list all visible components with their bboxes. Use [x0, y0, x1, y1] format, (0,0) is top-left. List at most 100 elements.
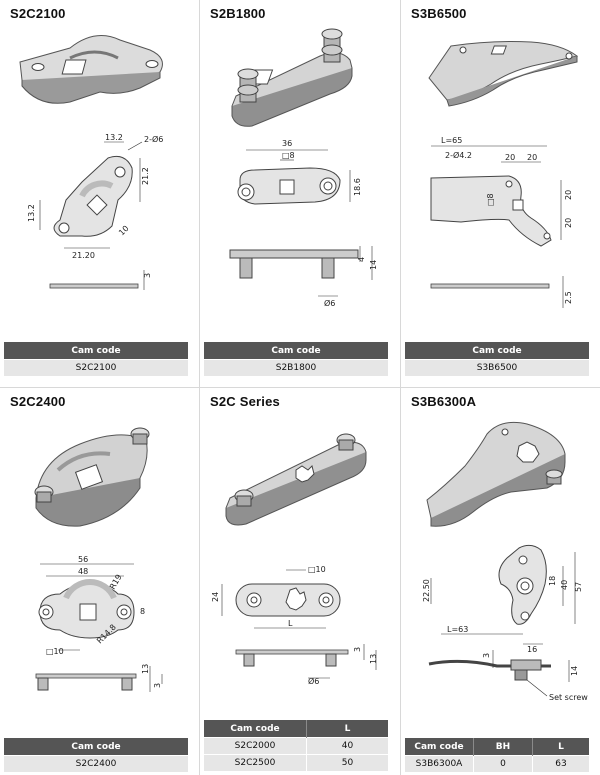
dim-label: 13	[141, 664, 150, 674]
dim-label: Ø6	[308, 676, 319, 686]
dim-label: 3	[143, 273, 152, 278]
cam-code-table: Cam code S2C2400	[4, 738, 188, 772]
stud	[130, 427, 150, 445]
table-row: S2B1800	[204, 359, 388, 376]
table-cell: S2B1800	[204, 359, 388, 376]
dim-label: □8	[486, 193, 495, 206]
table-row: S3B6300A 0 63	[405, 755, 589, 772]
product-drawing: 22.50 18 40 57 L=63 16 3 14 Set screw	[422, 421, 588, 702]
dim-label: 18.6	[353, 178, 362, 196]
cam-code-table: Cam code L S2C2000 40 S2C2500 50	[204, 720, 388, 771]
table-header: L	[532, 738, 589, 756]
dim-label: 22.50	[422, 579, 431, 602]
table-row: S2C2500 50	[204, 754, 388, 771]
table-row: S2C2000 40	[204, 737, 388, 755]
table-cell: 40	[306, 737, 388, 755]
product-title: S2B1800	[210, 6, 266, 21]
cam-code-table: Cam code S2C2100	[4, 342, 188, 376]
dim-label: 18	[548, 576, 557, 586]
dim-label: Ø6	[324, 298, 335, 308]
product-drawing: L=65 2-Ø4.2 20 20 □8 20 20 2.5	[428, 41, 579, 308]
product-drawing: 36 □8 18.6 4 14 Ø6	[229, 28, 378, 308]
dim-label: 13	[369, 654, 378, 664]
product-title: S3B6500	[411, 6, 467, 21]
dim-label: 57	[574, 582, 583, 592]
table-row: S2C2100	[4, 359, 188, 376]
dim-label: L=63	[447, 625, 468, 634]
table-header: L	[306, 720, 388, 738]
product-card: S3B6500 L=65 2-Ø4.2 20 20 □8 20 20 2.5 C…	[401, 0, 600, 387]
dim-label: L	[288, 619, 293, 628]
dim-label: R19	[108, 573, 124, 591]
dim-label: 14	[369, 260, 378, 270]
cam-code-table: Cam code S3B6500	[405, 342, 589, 376]
table-cell: 50	[306, 754, 388, 771]
stud	[237, 68, 259, 103]
table-cell: S2C2500	[204, 754, 307, 771]
dim-label: 10	[117, 224, 131, 238]
product-drawing: 13.2 2-Ø6 21.2 13.2 21.20 10 3	[19, 35, 163, 290]
dim-label: □10	[46, 647, 64, 656]
dim-label: 24	[211, 592, 220, 602]
table-header: Cam code	[4, 342, 188, 360]
product-card: S2C Series □10 24 L 3 13	[200, 388, 400, 775]
table-cell: 63	[532, 755, 589, 772]
table-header: Cam code	[4, 738, 188, 756]
cam-code-table: Cam code S2B1800	[204, 342, 388, 376]
dim-label: □10	[308, 565, 326, 574]
table-cell: S3B6300A	[405, 755, 474, 772]
dim-label: 3	[353, 647, 362, 652]
dim-label: 36	[282, 139, 292, 148]
dim-label: 2.5	[564, 291, 573, 304]
dim-label: 48	[78, 567, 88, 576]
stud	[234, 489, 254, 507]
product-card: S2C2100 13.2 2-Ø6 21.2 13.2 21.20 10 3 C…	[0, 0, 199, 387]
dim-label: 4	[357, 257, 366, 262]
dim-label: 56	[78, 555, 88, 564]
table-cell: S2C2100	[4, 359, 188, 376]
table-row: S2C2400	[4, 755, 188, 772]
dim-label: L=65	[441, 136, 462, 145]
dim-label: 13.2	[105, 133, 123, 142]
table-header: Cam code	[204, 342, 388, 360]
dim-label: 40	[560, 580, 569, 590]
cam-code-table: Cam code BH L S3B6300A 0 63	[405, 738, 589, 772]
table-cell: S2C2000	[204, 737, 307, 755]
table-header: Cam code	[405, 342, 589, 360]
product-title: S2C2400	[10, 394, 66, 409]
table-header: BH	[473, 738, 533, 756]
stud	[321, 28, 343, 63]
table-row: S3B6500	[405, 359, 589, 376]
dim-label: □8	[282, 151, 295, 160]
product-card: S3B6300A 22.50 18 40 57 L=63 16	[401, 388, 600, 775]
set-screw-label: Set screw	[549, 693, 588, 702]
dim-label: 3	[153, 683, 162, 688]
dim-label: 20	[505, 153, 515, 162]
table-cell: S2C2400	[4, 755, 188, 772]
table-header: Cam code	[204, 720, 307, 738]
stud	[336, 433, 356, 451]
set-screw	[545, 469, 563, 485]
product-title: S3B6300A	[411, 394, 477, 409]
dim-label: 13.2	[27, 204, 36, 222]
product-card: S2B1800 36 □8 18.6	[200, 0, 400, 387]
product-card: S2C2400 56 48 R19 8 R14.8 □10	[0, 388, 199, 775]
row-divider	[0, 387, 600, 388]
dim-label: 14	[570, 666, 579, 676]
dim-label: 2-Ø4.2	[445, 150, 472, 160]
dim-label: 20	[564, 218, 573, 228]
table-cell: S3B6500	[405, 359, 589, 376]
product-drawing: 56 48 R19 8 R14.8 □10 13 3	[34, 427, 163, 692]
dim-label: 2-Ø6	[144, 134, 163, 144]
table-header: Cam code	[405, 738, 474, 756]
dim-label: 20	[527, 153, 537, 162]
dim-label: 3	[482, 653, 491, 658]
dim-label: 20	[564, 190, 573, 200]
table-cell: 0	[473, 755, 533, 772]
dim-label: 21.2	[141, 167, 150, 185]
stud	[34, 485, 54, 503]
product-drawing: □10 24 L 3 13 Ø6	[211, 433, 378, 686]
dim-label: 21.20	[72, 251, 95, 260]
product-title: S2C Series	[210, 394, 280, 409]
dim-label: 16	[527, 645, 537, 654]
